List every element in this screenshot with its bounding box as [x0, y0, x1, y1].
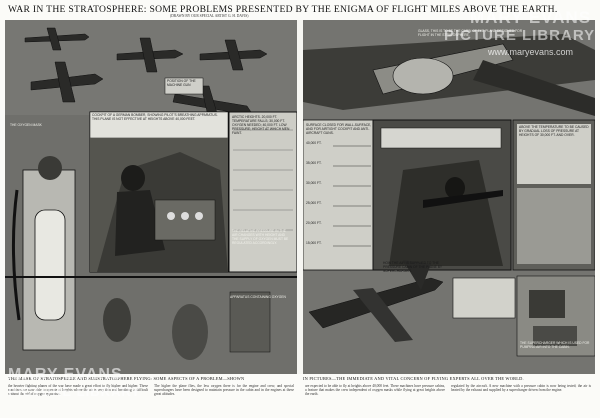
- right-illustration: [303, 20, 595, 374]
- position-label: POSITION OF THE MACHINE GUN: [167, 79, 196, 87]
- watermark-sub: PICTURE LIBRARY: [444, 27, 596, 44]
- scale-label: 15,000 FT.: [306, 241, 322, 245]
- altitude-caption: ARCTIC HEIGHTS. 20,000 FT. TEMPERATURE F…: [232, 115, 290, 135]
- watermark-brand-bottom: MARY EVANS: [8, 366, 123, 383]
- mask-label: THE OXYGEN MASK: [10, 123, 42, 127]
- footer-right-title: IN PICTURES—THE IMMEDIATE AND VITAL CONC…: [303, 376, 524, 381]
- watermark-brand: MARY EVANS: [470, 8, 592, 27]
- page-headline: WAR IN THE STRATOSPHERE: SOME PROBLEMS P…: [8, 4, 558, 15]
- glass-caption: GLASS, THIS IS TO BE THE CABIN OF THE PL…: [418, 29, 523, 37]
- scale-label: 35,000 FT.: [306, 161, 322, 165]
- footer-column-1: the heavier fighting planes of the war h…: [8, 384, 148, 397]
- plane-caption: HOW THE AIR IS SUPPLIED TO THE PRESSURE …: [383, 261, 443, 273]
- apparatus-label: APPARATUS CONTAINING OXYGEN: [230, 295, 286, 299]
- scale-label: 20,000 FT.: [306, 221, 322, 225]
- scale-label: 40,000 FT.: [306, 141, 322, 145]
- cockpit-caption: COCKPIT OF A GERMAN BOMBER, SHOWING PILO…: [92, 113, 218, 121]
- machine-caption: THE SUPERCHARGER WHICH IS USED FOR PUMPI…: [520, 341, 590, 349]
- footer-column-2: The higher the plane flies, the less oxy…: [154, 384, 294, 397]
- scale-label: 30,000 FT.: [306, 181, 322, 185]
- pressure-cabin-caption: SURFACE CLOSED FOR WALL-SURFACE, AND FOR…: [306, 123, 372, 135]
- page-spine: [297, 20, 303, 374]
- scale-label: 25,000 FT.: [306, 201, 322, 205]
- footer-title: THE MASK OF STRATOSPHERE AND SUBSTRATOSP…: [8, 376, 298, 381]
- watermark-sub-bottom: PICTURE LIBRARY: [8, 384, 141, 399]
- watermark-url: www.maryevans.com: [488, 47, 574, 57]
- footer-title-right: IN PICTURES—THE IMMEDIATE AND VITAL CONC…: [303, 376, 593, 381]
- artist-credit: (DRAWN BY OUR SPECIAL ARTIST G. H. DAVIS…: [170, 14, 249, 18]
- relative-pressure-caption: THE RELATIVE PRESSURE IN THE AIR CHANGES…: [232, 229, 289, 245]
- left-illustration: [5, 20, 297, 374]
- footer-column-4: regulated by the aircraft. A new machine…: [451, 384, 591, 393]
- footer-column-3: are expected to be able to fly at height…: [305, 384, 445, 397]
- footer-left-title: THE MASK OF STRATOSPHERE AND SUBSTRATOSP…: [8, 376, 245, 381]
- gun-position-caption: ABOVE THE TEMPERATURE TO BE CAUSED BY GR…: [519, 125, 589, 137]
